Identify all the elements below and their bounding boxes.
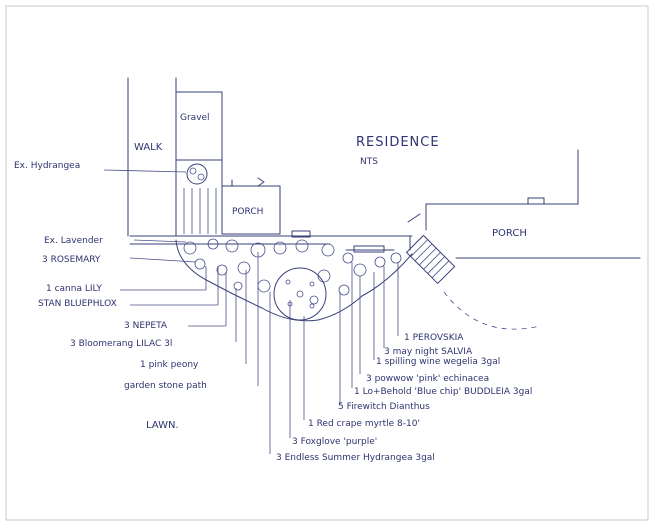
- label-blue-phlox: STAN BLUEPHLOX: [38, 299, 117, 309]
- label-crape-myrtle: 1 Red crape myrtle 8-10': [308, 419, 420, 429]
- scale-note: NTS: [360, 157, 378, 167]
- label-ex-lavender: Ex. Lavender: [44, 236, 103, 246]
- label-nepeta: 3 NEPETA: [124, 321, 168, 331]
- label-salvia: 3 may night SALVIA: [384, 347, 473, 357]
- label-echinacea: 3 powwow 'pink' echinacea: [366, 374, 489, 384]
- label-bloomerang-lilac: 3 Bloomerang LILAC 3l: [70, 339, 172, 349]
- title-residence: RESIDENCE: [356, 135, 440, 150]
- label-perovskia: 1 PEROVSKIA: [404, 333, 464, 343]
- label-rosemary: 3 ROSEMARY: [42, 255, 101, 265]
- walk-label: WALK: [134, 142, 163, 153]
- label-canna-lily: 1 canna LILY: [46, 284, 102, 294]
- label-buddleia: 1 Lo+Behold 'Blue chip' BUDDLEIA 3gal: [354, 387, 532, 397]
- leader-lines-left: [103, 169, 259, 386]
- label-endless-summer: 3 Endless Summer Hydrangea 3gal: [276, 453, 435, 463]
- gravel-label: Gravel: [180, 113, 210, 123]
- walk-and-gravel: [127, 77, 223, 237]
- page-frame: [5, 5, 649, 521]
- lawn-label: LAWN.: [146, 420, 179, 431]
- label-wine-weigela: 1 spilling wine wegelia 3gal: [376, 357, 500, 367]
- porch-right-label: PORCH: [492, 228, 527, 239]
- label-dianthus: 5 Firewitch Dianthus: [338, 402, 430, 412]
- right-porch: [406, 149, 641, 330]
- left-porch: [221, 177, 281, 235]
- label-foxglove: 3 Foxglove 'purple': [292, 437, 377, 447]
- label-ex-hydrangea: Ex. Hydrangea: [14, 161, 80, 171]
- existing-hydrangea: [186, 163, 208, 185]
- planting-bed: [175, 238, 413, 322]
- label-garden-stone-path: garden stone path: [124, 381, 207, 391]
- porch-left-label: PORCH: [232, 207, 263, 217]
- leader-lines-right: [269, 262, 399, 454]
- label-pink-peony: 1 pink peony: [140, 360, 199, 370]
